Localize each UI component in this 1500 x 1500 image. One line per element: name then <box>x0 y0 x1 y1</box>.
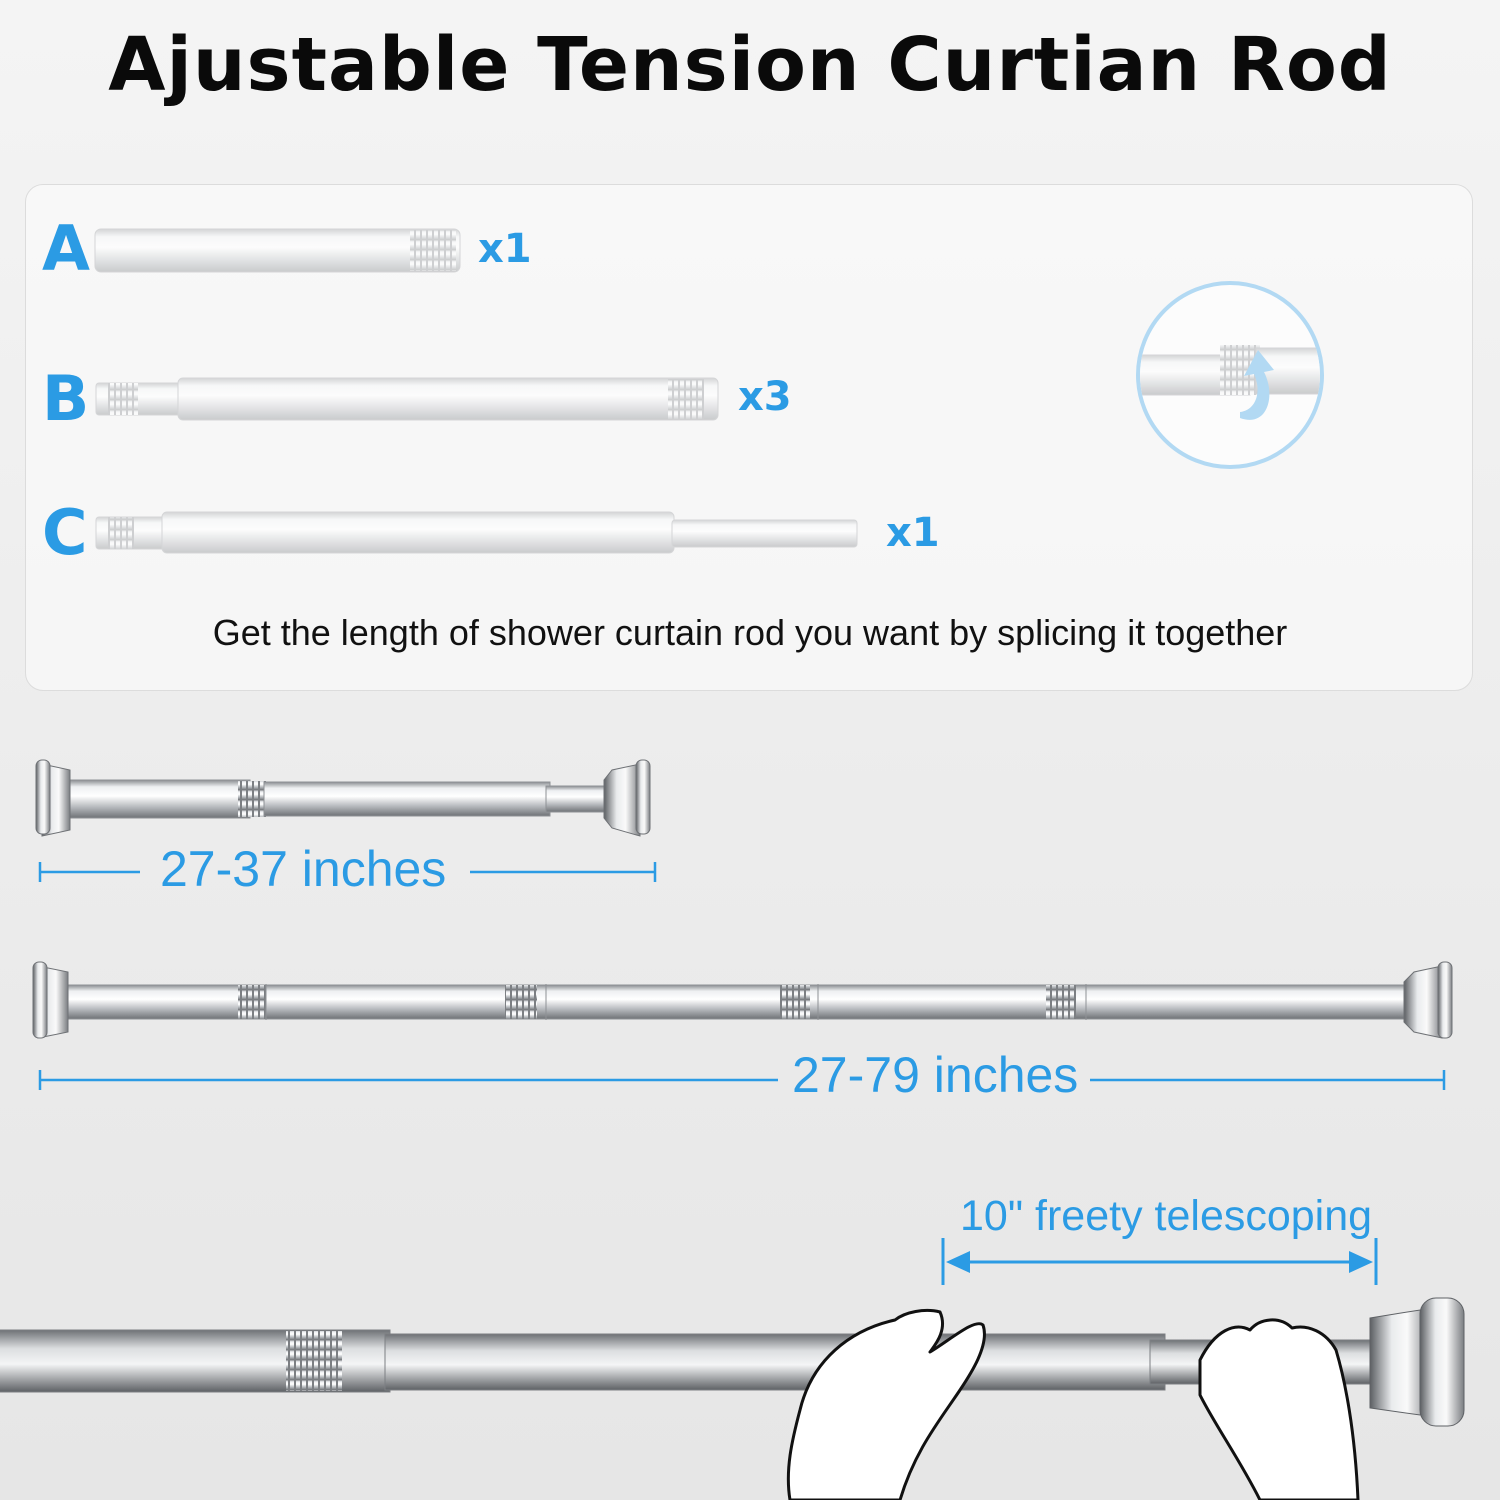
part-b-quantity: x3 <box>738 374 792 420</box>
short-rod-range-label: 27-37 inches <box>160 841 447 897</box>
telescoping-label: 10" freety telescoping <box>960 1192 1373 1240</box>
hand-icon <box>786 1308 1360 1500</box>
part-a-quantity: x1 <box>478 226 532 272</box>
short-rod-assembly <box>35 759 651 837</box>
splice-caption: Get the length of shower curtain rod you… <box>212 612 1288 653</box>
part-a-letter: A <box>42 212 90 285</box>
long-rod-range-label: 27-79 inches <box>792 1047 1079 1103</box>
parts-panel <box>25 184 1473 691</box>
telescoping-arrow <box>941 1238 1378 1285</box>
page-title: Ajustable Tension Curtian Rod <box>108 22 1392 108</box>
long-rod-assembly <box>32 961 1453 1039</box>
short-rod-dimension-line <box>38 862 657 882</box>
part-b-letter: B <box>42 362 90 435</box>
long-rod-dimension-line <box>38 1070 1446 1090</box>
part-c-letter: C <box>42 496 88 569</box>
part-c-quantity: x1 <box>886 510 940 556</box>
